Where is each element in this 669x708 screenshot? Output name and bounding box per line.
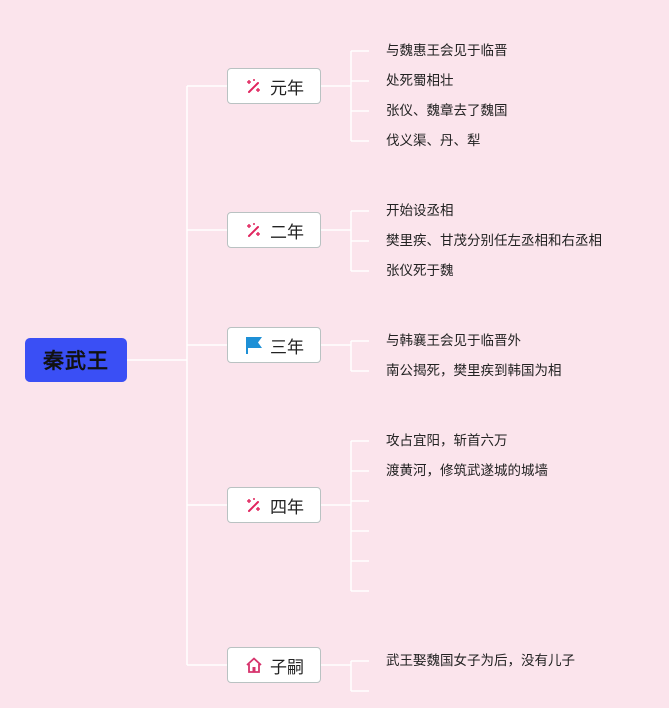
root-node[interactable]: 秦武王 [25,338,127,382]
leaf-node[interactable]: 处死蜀相壮 [386,73,454,89]
branch-node-1[interactable]: 元年 [227,68,321,104]
branch-label: 二年 [270,222,304,243]
leaf-node[interactable]: 攻占宜阳，斩首六万 [386,433,508,449]
branch-label: 四年 [270,497,304,518]
branch-label: 元年 [270,78,304,99]
leaf-node[interactable]: 开始设丞相 [386,203,454,219]
branch-node-5[interactable]: 子嗣 [227,647,321,683]
branch-node-3[interactable]: 三年 [227,327,321,363]
leaf-node[interactable]: 张仪死于魏 [386,263,454,279]
wand-sparkle-icon [244,495,264,515]
leaf-node[interactable]: 张仪、魏章去了魏国 [386,103,508,119]
leaf-node[interactable]: 南公揭死，樊里疾到韩国为相 [386,363,562,379]
flag-icon [244,335,264,355]
branch-node-4[interactable]: 四年 [227,487,321,523]
leaf-node[interactable]: 武王娶魏国女子为后，没有儿子 [386,653,575,669]
branch-node-2[interactable]: 二年 [227,212,321,248]
leaf-node[interactable]: 伐义渠、丹、犁 [386,133,481,149]
leaf-node[interactable]: 与魏惠王会见于临晋 [386,43,508,59]
root-label: 秦武王 [43,349,109,373]
home-icon [244,655,264,675]
leaf-node[interactable]: 与韩襄王会见于临晋外 [386,333,521,349]
leaf-node[interactable]: 樊里疾、甘茂分别任左丞相和右丞相 [386,233,602,249]
wand-sparkle-icon [244,76,264,96]
wand-sparkle-icon [244,220,264,240]
branch-label: 三年 [270,337,304,358]
leaf-node[interactable]: 渡黄河，修筑武遂城的城墙 [386,463,548,479]
branch-label: 子嗣 [270,657,304,678]
